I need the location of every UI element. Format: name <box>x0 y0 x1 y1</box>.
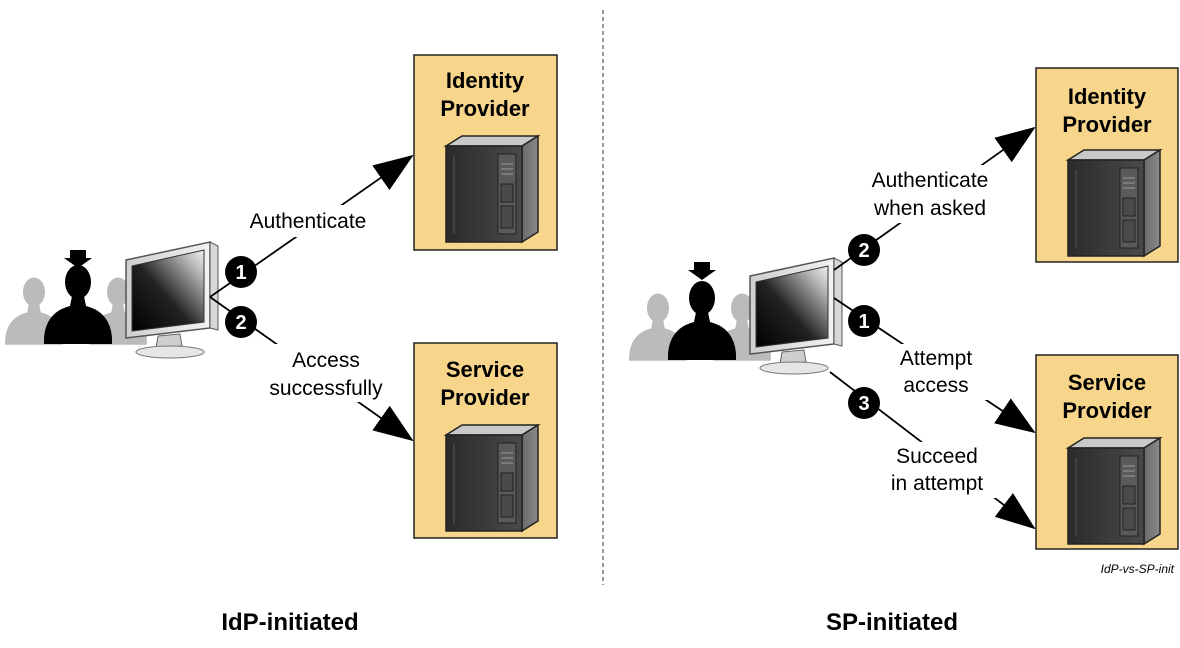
server-icon <box>1067 149 1161 257</box>
svg-text:3: 3 <box>858 393 869 415</box>
idp-initiated-caption: IdP-initiated <box>221 609 358 636</box>
step-2-badge: 2 <box>848 234 880 266</box>
identity-provider-box: Identity Provider <box>413 54 558 251</box>
step-3-badge: 3 <box>848 387 880 419</box>
access-label-line2: successfully <box>269 377 383 400</box>
server-icon <box>1067 437 1161 545</box>
svg-text:Service: Service <box>1068 370 1146 395</box>
identity-provider-box: Identity Provider <box>1035 67 1179 263</box>
succeed-line1: Succeed <box>896 445 978 468</box>
access-label-line1: Access <box>292 349 360 372</box>
sp-initiated-caption: SP-initiated <box>826 609 958 636</box>
server-icon <box>445 424 539 532</box>
idp-initiated-panel: 1 2 Authenticate Access successfully Ide… <box>5 54 558 636</box>
step-1-badge: 1 <box>848 305 880 337</box>
svg-text:Service: Service <box>446 357 524 382</box>
svg-text:Identity: Identity <box>446 68 525 93</box>
attempt-access-line1: Attempt <box>900 347 973 370</box>
server-icon <box>445 135 539 243</box>
svg-text:Identity: Identity <box>1068 84 1147 109</box>
figure-tag: IdP-vs-SP-init <box>1101 562 1175 576</box>
svg-text:1: 1 <box>858 311 869 333</box>
svg-text:2: 2 <box>235 312 246 334</box>
authenticate-when-asked-line1: Authenticate <box>872 169 989 192</box>
user-group-icon <box>5 250 147 345</box>
authenticate-when-asked-line2: when asked <box>873 197 986 220</box>
svg-text:Provider: Provider <box>440 96 530 121</box>
step-1-badge: 1 <box>225 256 257 288</box>
svg-text:Provider: Provider <box>1062 398 1152 423</box>
svg-text:2: 2 <box>858 240 869 262</box>
service-provider-box: Service Provider <box>1035 354 1179 550</box>
svg-text:Provider: Provider <box>1062 112 1152 137</box>
attempt-access-line2: access <box>903 374 968 397</box>
sp-initiated-panel: 2 1 3 Authenticate when asked Attempt ac… <box>629 67 1179 636</box>
succeed-line2: in attempt <box>891 472 983 495</box>
user-group-icon <box>629 262 771 361</box>
step-2-badge: 2 <box>225 306 257 338</box>
svg-text:Provider: Provider <box>440 385 530 410</box>
svg-text:1: 1 <box>235 262 246 284</box>
authenticate-label: Authenticate <box>250 210 367 233</box>
service-provider-box: Service Provider <box>413 342 558 539</box>
